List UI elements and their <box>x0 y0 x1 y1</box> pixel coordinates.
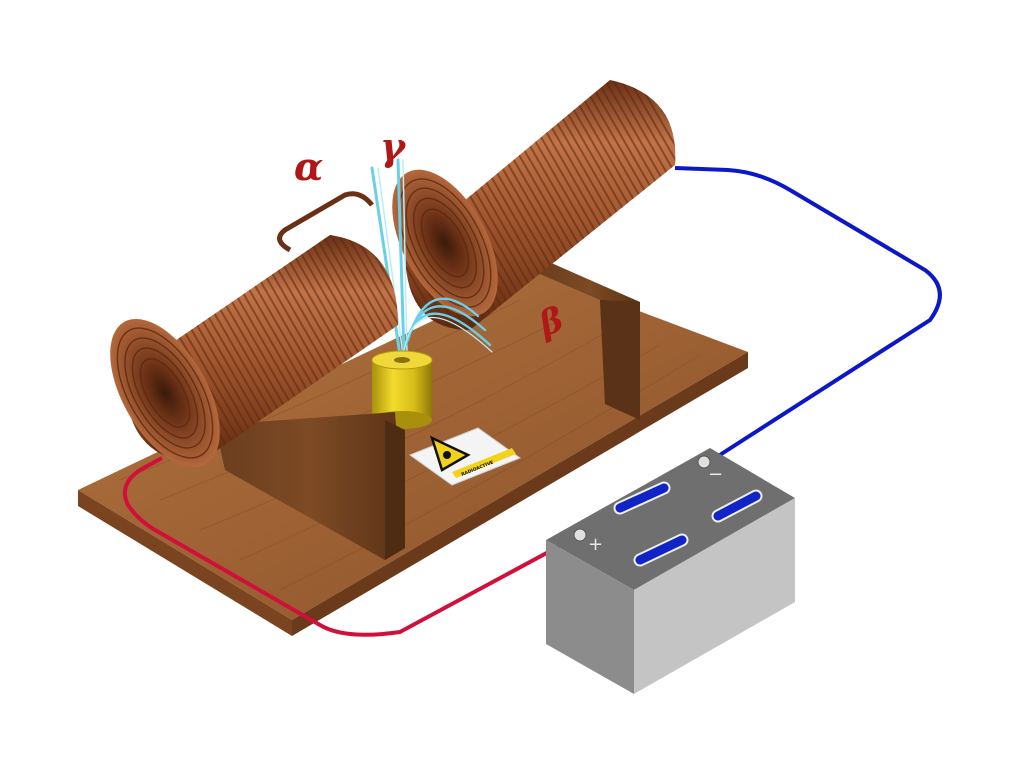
alpha-label: α <box>294 144 323 189</box>
coil-link-wire <box>277 191 374 253</box>
radiation-warning-sign: RADIOACTIVE <box>408 427 522 486</box>
back-coil <box>392 80 676 330</box>
board-top-face <box>78 272 748 620</box>
front-coil <box>110 235 398 468</box>
battery: + − <box>546 448 795 694</box>
positive-wire <box>123 456 581 637</box>
back-coil-end <box>392 169 498 317</box>
front-coil-support <box>215 412 405 560</box>
board-right-edge <box>292 352 748 636</box>
positive-terminal <box>573 528 587 542</box>
battery-stripes <box>613 481 763 567</box>
negative-terminal <box>697 455 711 469</box>
back-coil-support <box>540 258 640 420</box>
gamma-label: γ <box>380 124 407 169</box>
battery-side <box>634 498 795 694</box>
negative-sign: − <box>708 464 723 485</box>
front-coil-end <box>110 318 220 468</box>
positive-sign: + <box>588 534 603 555</box>
negative-wire <box>674 166 942 462</box>
gamma-ray <box>396 158 408 357</box>
battery-front <box>546 540 634 694</box>
radiation-rays <box>370 158 493 357</box>
board-front-edge <box>78 490 292 636</box>
radiation-trefoil-icon <box>443 451 451 459</box>
battery-top <box>546 448 795 590</box>
wooden-board <box>78 272 748 636</box>
beta-ray <box>402 297 493 353</box>
